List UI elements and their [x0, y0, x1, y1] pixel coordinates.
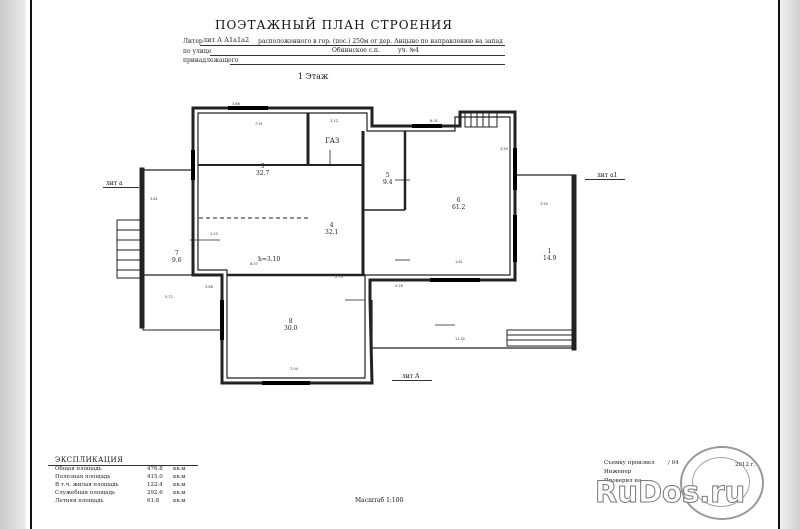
svg-text:3.12: 3.12 — [330, 119, 338, 123]
expl-row-unit: кв.м — [173, 498, 186, 504]
svg-text:3.86: 3.86 — [205, 285, 213, 289]
expl-row-label: В т.ч. жилая площадь — [55, 482, 119, 488]
line2-label: по улице — [183, 48, 212, 55]
expl-row-value: 292.6 — [147, 490, 163, 496]
svg-text:6.01: 6.01 — [430, 119, 438, 123]
expl-row-unit: кв.м — [173, 466, 186, 472]
expl-row-unit: кв.м — [173, 482, 186, 488]
svg-text:3.50: 3.50 — [540, 202, 548, 206]
frame-right — [778, 0, 780, 529]
official-stamp — [680, 446, 764, 520]
line1-label: Литер — [183, 38, 203, 45]
axis-right-label: лит а1 — [597, 172, 618, 179]
watermark: RuDos.ru — [594, 475, 746, 510]
svg-text:2.74: 2.74 — [335, 275, 344, 279]
expl-row-label: Летняя площадь — [55, 498, 104, 504]
svg-text:3.81: 3.81 — [150, 197, 158, 201]
line2-value: Обнинское с.п. — [332, 47, 380, 54]
expl-row-label: Общая площадь — [55, 466, 102, 472]
frame-left — [30, 0, 32, 529]
survey-date: / 04 — [668, 460, 679, 466]
svg-text:1.20: 1.20 — [210, 232, 218, 236]
expl-row-label: Полезная площадь — [55, 474, 111, 480]
ceiling-height-label: h=3.10 — [258, 256, 281, 263]
line3-label: принадлежащего — [183, 57, 239, 64]
scan-edge-right — [780, 0, 800, 529]
scale-label: Масштаб 1:100 — [355, 497, 404, 504]
svg-text:7.04: 7.04 — [290, 367, 299, 371]
line1-text: расположенного в гор. (пос.) 250м от дер… — [258, 38, 503, 45]
garage-label: ГАЗ — [325, 137, 340, 145]
svg-text:8.07: 8.07 — [250, 262, 258, 266]
expl-row-value: 122.4 — [147, 482, 163, 488]
expl-row-value: 476.8 — [147, 466, 163, 472]
scan-edge-left — [0, 0, 26, 529]
svg-text:4.26: 4.26 — [395, 284, 403, 288]
line2-house: уч. №4 — [398, 47, 419, 54]
svg-text:1.61: 1.61 — [455, 260, 463, 264]
svg-text:7.91: 7.91 — [255, 122, 263, 126]
floor-label: 1 Этаж — [298, 72, 329, 81]
expl-row-label: Служебная площадь — [55, 490, 115, 496]
expl-row-value: 415.0 — [147, 474, 163, 480]
expl-row-unit: кв.м — [173, 490, 186, 496]
svg-text:3.50: 3.50 — [500, 147, 508, 151]
expl-row-unit: кв.м — [173, 474, 186, 480]
explication-title: ЭКСПЛИКАЦИЯ — [55, 456, 124, 464]
engineer-label: Инженер — [604, 469, 632, 475]
checked-label: Проверил на — [604, 478, 642, 484]
survey-label: Съемку произвел — [604, 460, 655, 466]
document-title: ПОЭТАЖНЫЙ ПЛАН СТРОЕНИЯ — [215, 18, 453, 32]
axis-bottom-label: лит А — [402, 373, 420, 380]
svg-text:3.86: 3.86 — [232, 102, 240, 106]
svg-text:5.72: 5.72 — [165, 295, 173, 299]
line1-value: лит А А1а1а2 — [203, 36, 250, 44]
expl-row-value: 61.8 — [147, 498, 160, 504]
svg-text:11.02: 11.02 — [455, 337, 465, 341]
axis-left-label: лит а — [106, 180, 123, 187]
